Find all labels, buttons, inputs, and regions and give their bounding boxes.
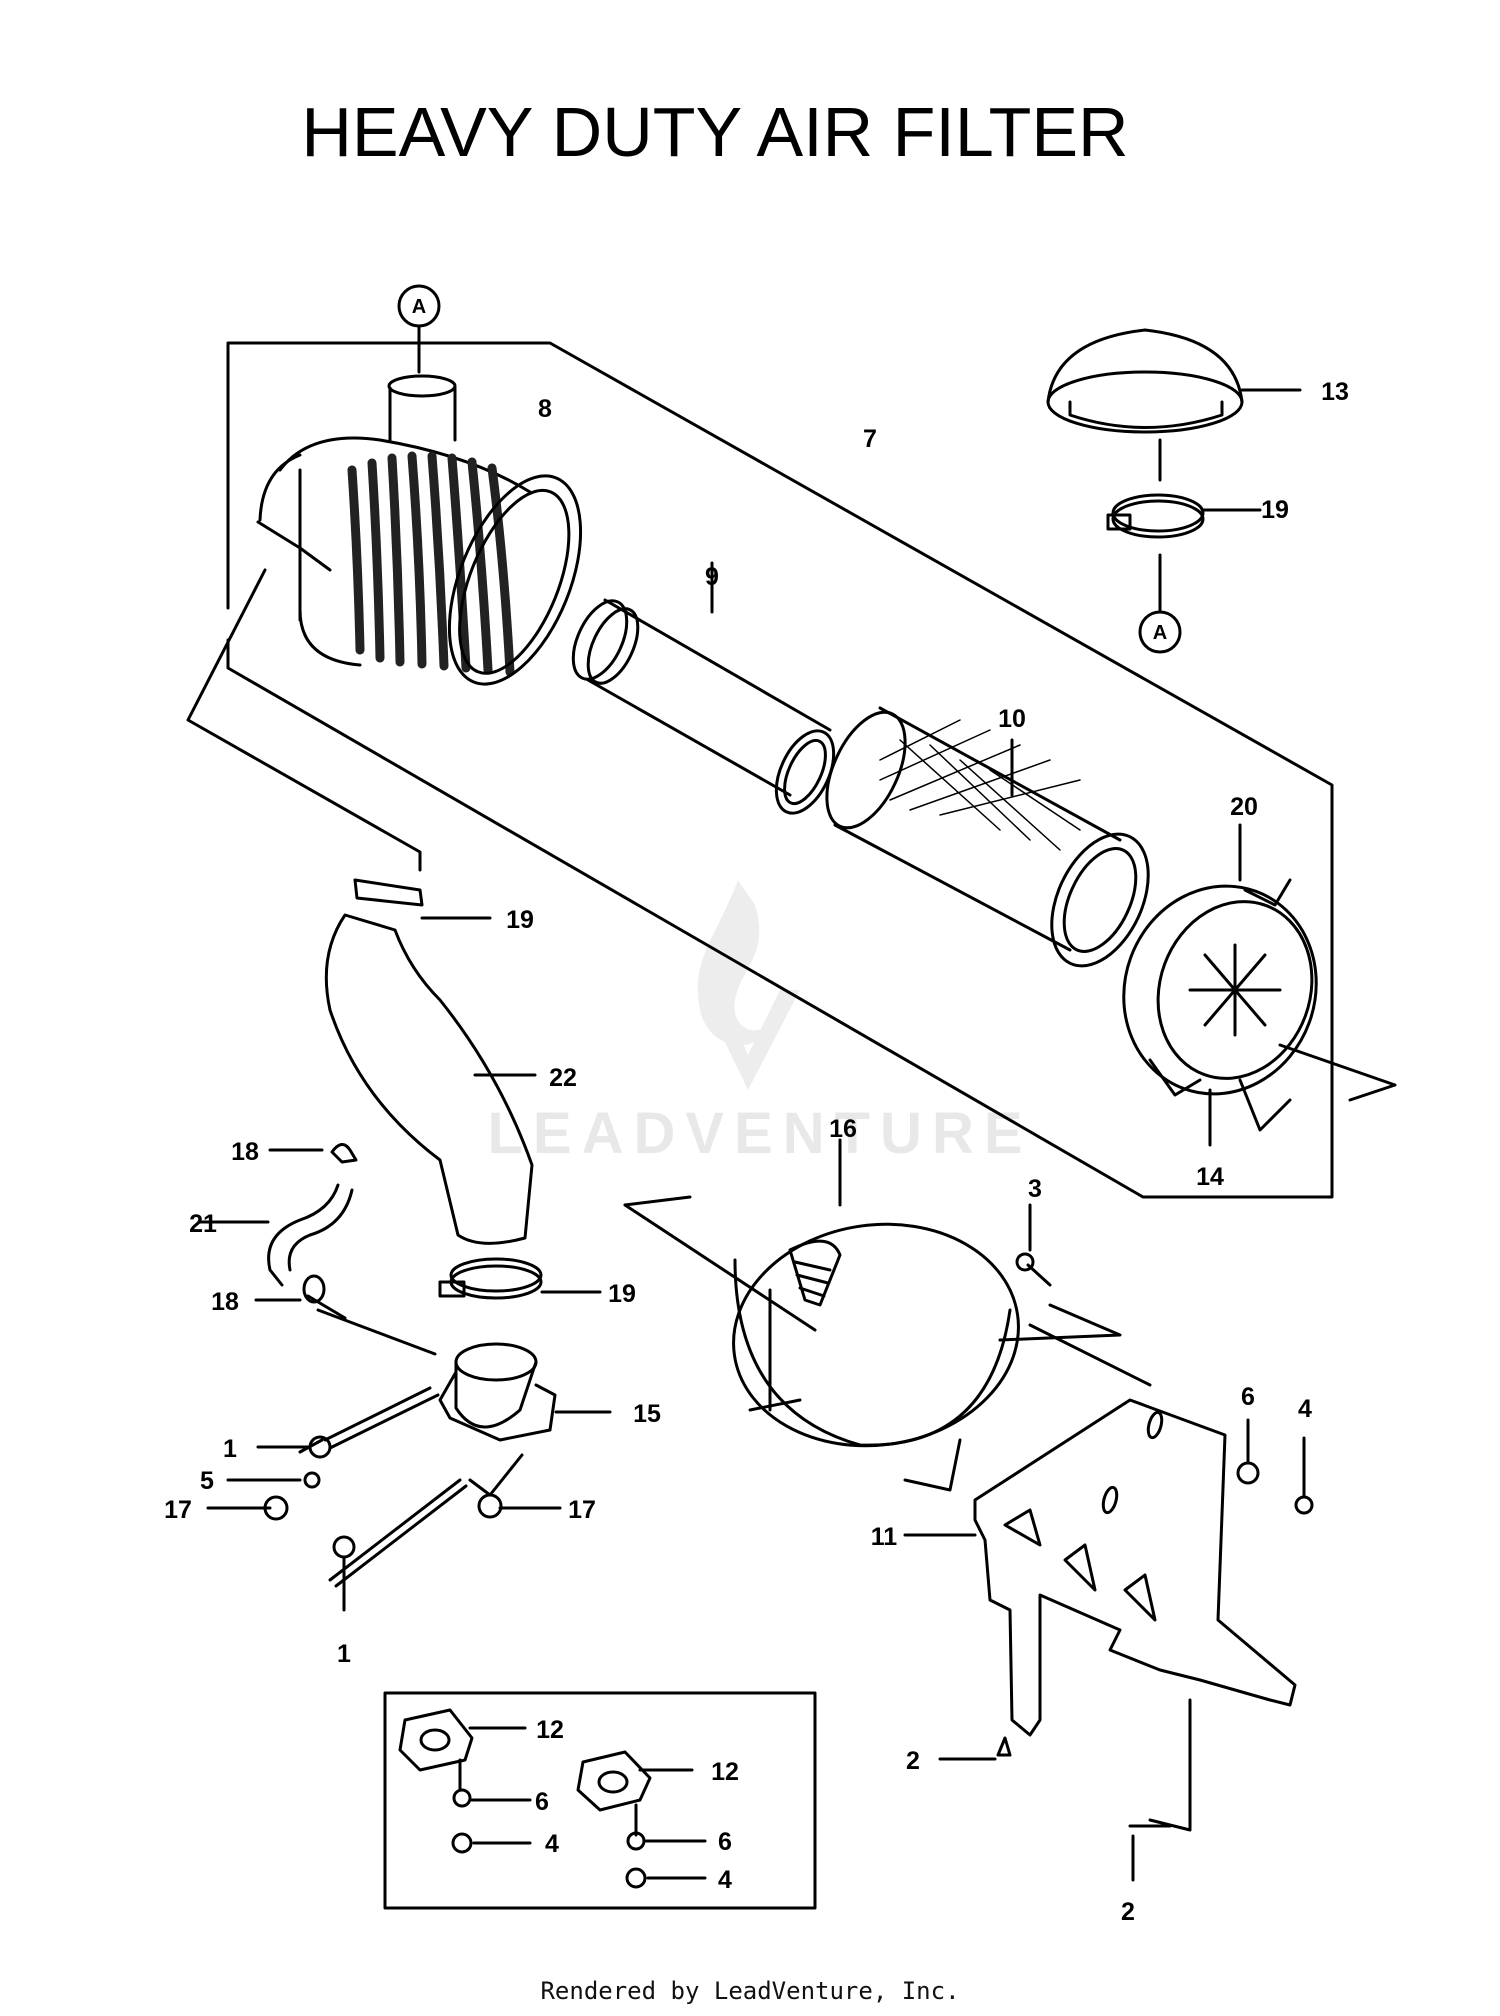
- footer-credit: Rendered by LeadVenture, Inc.: [540, 1977, 960, 2005]
- callout-label-16: 16: [829, 1115, 857, 1143]
- nut-6-right: [1236, 1461, 1260, 1485]
- gasket-kit-inset: [383, 1691, 817, 1910]
- callout-label-21: 21: [189, 1210, 217, 1238]
- precleaner-cap: [1046, 328, 1302, 482]
- callout-label-20: 20: [1230, 793, 1258, 821]
- callout-label-19-top: 19: [1261, 496, 1289, 524]
- callout-label-19-hose-top: 19: [506, 906, 534, 934]
- callout-label-4-a: 4: [545, 1830, 559, 1858]
- callout-label-19-clamp: 19: [608, 1280, 636, 1308]
- air-cleaner-housing: [256, 374, 583, 686]
- callout-label-13: 13: [1321, 378, 1349, 406]
- callout-label-18-lower: 18: [211, 1288, 239, 1316]
- callout-label-14: 14: [1196, 1163, 1224, 1191]
- callout-label-6-right: 6: [1241, 1383, 1255, 1411]
- intake-hose: [324, 878, 537, 1245]
- watermark-chevron-icon: [700, 990, 800, 1090]
- callout-circle-a-top: A: [412, 296, 426, 318]
- reference-a-bottom-icon: [1138, 610, 1182, 654]
- mounting-band: [623, 1138, 1020, 1492]
- hose-clamp-middle: [438, 1257, 602, 1300]
- intake-elbow: [298, 1342, 612, 1588]
- filter-cover: [1122, 823, 1318, 1147]
- callout-label-10: 10: [998, 705, 1026, 733]
- primary-filter: [825, 706, 1150, 968]
- callout-label-11: 11: [871, 1523, 898, 1551]
- callout-label-5: 5: [200, 1467, 214, 1495]
- callout-label-4-right: 4: [1298, 1395, 1312, 1423]
- watermark-text: LEADVENTURE: [487, 1101, 1032, 1166]
- watermark-flame-icon: [697, 880, 770, 1046]
- callout-label-1-upper: 1: [223, 1435, 237, 1463]
- gasket-left: [398, 1708, 532, 1854]
- callout-label-12-a: 12: [536, 1716, 564, 1744]
- assembly-7-bracket-lower: [186, 568, 422, 872]
- callout-label-12-b: 12: [711, 1758, 739, 1786]
- assembly-7-bracket: [226, 341, 1334, 1199]
- nut-4-right: [1294, 1495, 1314, 1515]
- callout-label-1-lower: 1: [337, 1640, 351, 1668]
- filter-bracket: [903, 1398, 1297, 1737]
- gasket-right: [576, 1750, 707, 1889]
- callout-label-17-right: 17: [568, 1496, 596, 1524]
- callout-label-4-b: 4: [718, 1866, 732, 1894]
- callout-label-2-left: 2: [906, 1747, 920, 1775]
- callout-label-18-upper: 18: [231, 1138, 259, 1166]
- safety-filter: [571, 561, 836, 815]
- callout-label-6-a: 6: [535, 1788, 549, 1816]
- callout-label-17-left: 17: [164, 1496, 192, 1524]
- callout-label-2-bottom: 2: [1121, 1898, 1135, 1926]
- page-title: HEAVY DUTY AIR FILTER: [301, 93, 1129, 171]
- hose-clamp-top: [1106, 493, 1262, 612]
- breather-hose: [198, 1143, 358, 1320]
- watermark: LEADVENTURE: [487, 880, 1032, 1166]
- callout-label-7: 7: [863, 425, 877, 453]
- callout-label-6-b: 6: [718, 1828, 732, 1856]
- callout-label-9: 9: [705, 563, 719, 591]
- callout-label-3: 3: [1028, 1175, 1042, 1203]
- callout-label-15: 15: [633, 1400, 661, 1428]
- callout-label-22: 22: [549, 1064, 577, 1092]
- callout-circle-a-bottom: A: [1153, 622, 1167, 644]
- assembly-7-arrow: [1278, 1043, 1397, 1102]
- hardware-washer-nuts: [263, 1435, 503, 1559]
- callout-label-8: 8: [538, 395, 552, 423]
